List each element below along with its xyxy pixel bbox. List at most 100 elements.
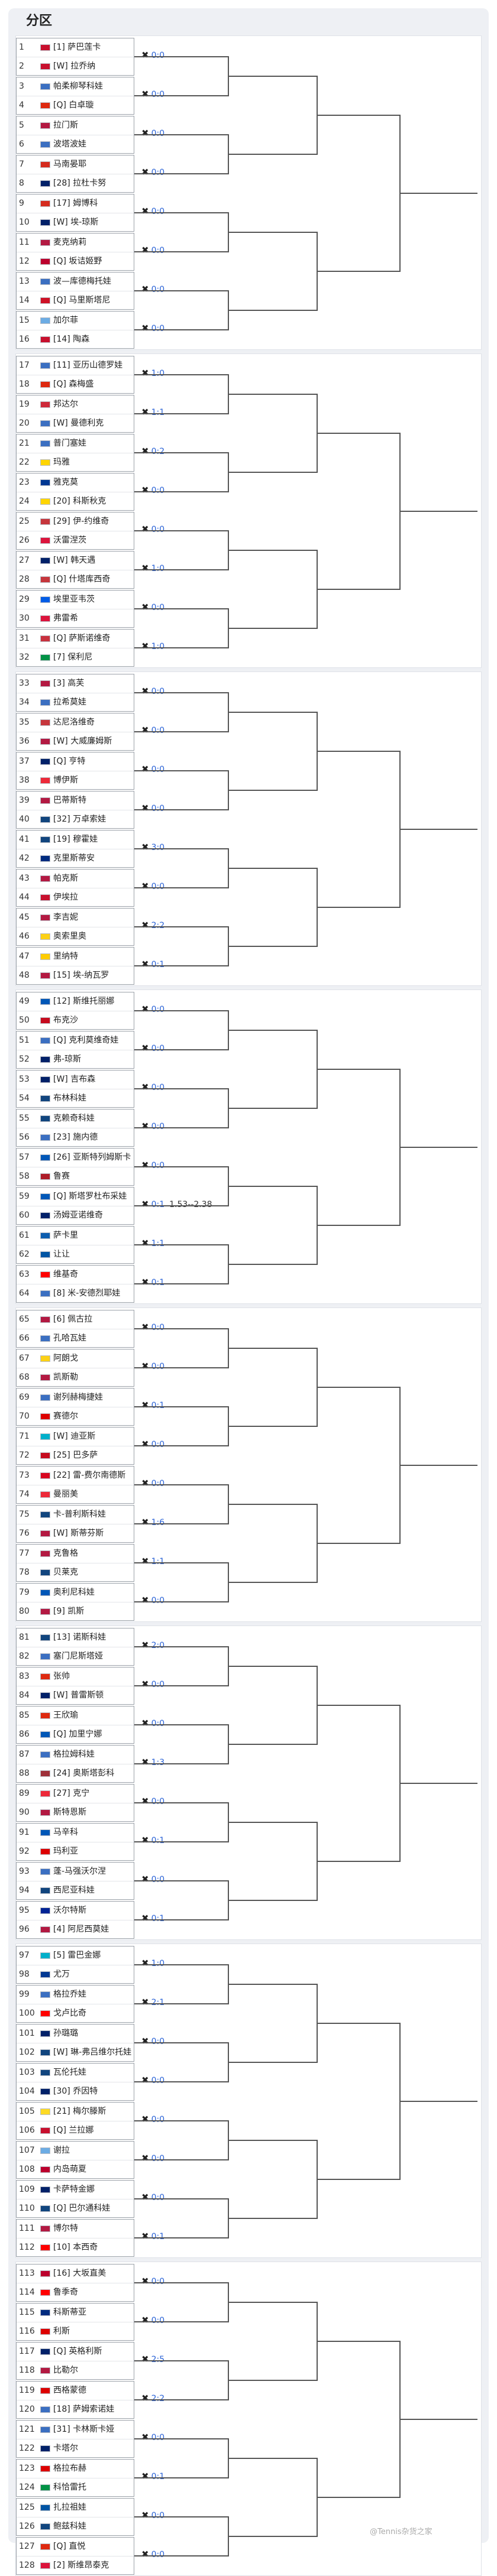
h2h-record[interactable]: 0:0 bbox=[151, 1044, 165, 1053]
player-row[interactable]: 102[W] 琳-弗吕维尔托娃 bbox=[17, 2043, 134, 2062]
h2h-record[interactable]: 0:0 bbox=[151, 1005, 165, 1014]
player-row[interactable]: 31[Q] 萨斯诺维奇 bbox=[17, 630, 134, 648]
player-row[interactable]: 16[14] 陶森 bbox=[17, 330, 134, 349]
player-row[interactable]: 128[2] 斯维昂泰克 bbox=[17, 2556, 134, 2575]
player-row[interactable]: 106[Q] 兰拉娜 bbox=[17, 2121, 134, 2140]
h2h-record[interactable]: 0:1 bbox=[151, 1836, 165, 1845]
player-row[interactable]: 89[27] 克宁 bbox=[17, 1785, 134, 1803]
player-row[interactable]: 96[4] 阿尼西莫娃 bbox=[17, 1920, 134, 1939]
h2h-record[interactable]: 0:0 bbox=[151, 2037, 165, 2046]
h2h-record[interactable]: 0:0 bbox=[151, 207, 165, 216]
h2h-record[interactable]: 0:0 bbox=[151, 1323, 165, 1332]
player-row[interactable]: 28[Q] 什塔库西奇 bbox=[17, 570, 134, 589]
h2h-record[interactable]: 0:0 bbox=[151, 882, 165, 891]
h2h-record[interactable]: 0:0 bbox=[151, 2433, 165, 2442]
player-row[interactable]: 40[32] 万卓索娃 bbox=[17, 810, 134, 829]
player-row[interactable]: 117[Q] 英格利斯 bbox=[17, 2343, 134, 2361]
player-row[interactable]: 2[W] 拉乔纳 bbox=[17, 57, 134, 76]
h2h-record[interactable]: 0:0 bbox=[151, 1083, 165, 1092]
h2h-record[interactable]: 0:0 bbox=[151, 51, 165, 60]
h2h-record[interactable]: 3:0 bbox=[151, 843, 165, 852]
player-row[interactable]: 49[12] 斯维托丽娜 bbox=[17, 992, 134, 1011]
player-row[interactable]: 12[Q] 坂诘姬野 bbox=[17, 252, 134, 271]
player-row[interactable]: 104[30] 乔因特 bbox=[17, 2082, 134, 2101]
h2h-record[interactable]: 0:1 bbox=[151, 1914, 165, 1923]
player-row[interactable]: 1[1] 萨巴莲卡 bbox=[17, 38, 134, 57]
player-row[interactable]: 105[21] 梅尔滕斯 bbox=[17, 2103, 134, 2121]
player-row[interactable]: 36[W] 大威廉姆斯 bbox=[17, 732, 134, 751]
h2h-record[interactable]: 0:0 bbox=[151, 168, 165, 177]
h2h-record[interactable]: 0:0 bbox=[151, 2154, 165, 2163]
player-row[interactable]: 27[W] 韩天遇 bbox=[17, 551, 134, 570]
h2h-record[interactable]: 1:0 bbox=[151, 369, 165, 378]
h2h-record[interactable]: 1:0 bbox=[151, 642, 165, 651]
player-row[interactable]: 59[Q] 斯塔罗杜布采娃 bbox=[17, 1188, 134, 1206]
player-row[interactable]: 113[16] 大坂直美 bbox=[17, 2264, 134, 2283]
player-row[interactable]: 81[13] 诺斯科娃 bbox=[17, 1628, 134, 1647]
player-row[interactable]: 33[3] 高芙 bbox=[17, 674, 134, 693]
h2h-record[interactable]: 0:0 bbox=[151, 2115, 165, 2124]
player-row[interactable]: 24[20] 科斯秋克 bbox=[17, 492, 134, 511]
h2h-record[interactable]: 1:0 bbox=[151, 1959, 165, 1968]
player-row[interactable]: 41[19] 穆霍娃 bbox=[17, 830, 134, 849]
h2h-record[interactable]: 0:1 bbox=[151, 2232, 165, 2241]
h2h-record[interactable]: 0:1 bbox=[151, 2472, 165, 2481]
player-row[interactable]: 20[W] 曼德利克 bbox=[17, 414, 134, 433]
player-row[interactable]: 76[W] 斯蒂芬斯 bbox=[17, 1524, 134, 1543]
player-row[interactable]: 120[18] 萨姆索诺娃 bbox=[17, 2400, 134, 2419]
player-row[interactable]: 14[Q] 马里斯塔尼 bbox=[17, 291, 134, 310]
h2h-record[interactable]: 1:0 bbox=[151, 564, 165, 573]
